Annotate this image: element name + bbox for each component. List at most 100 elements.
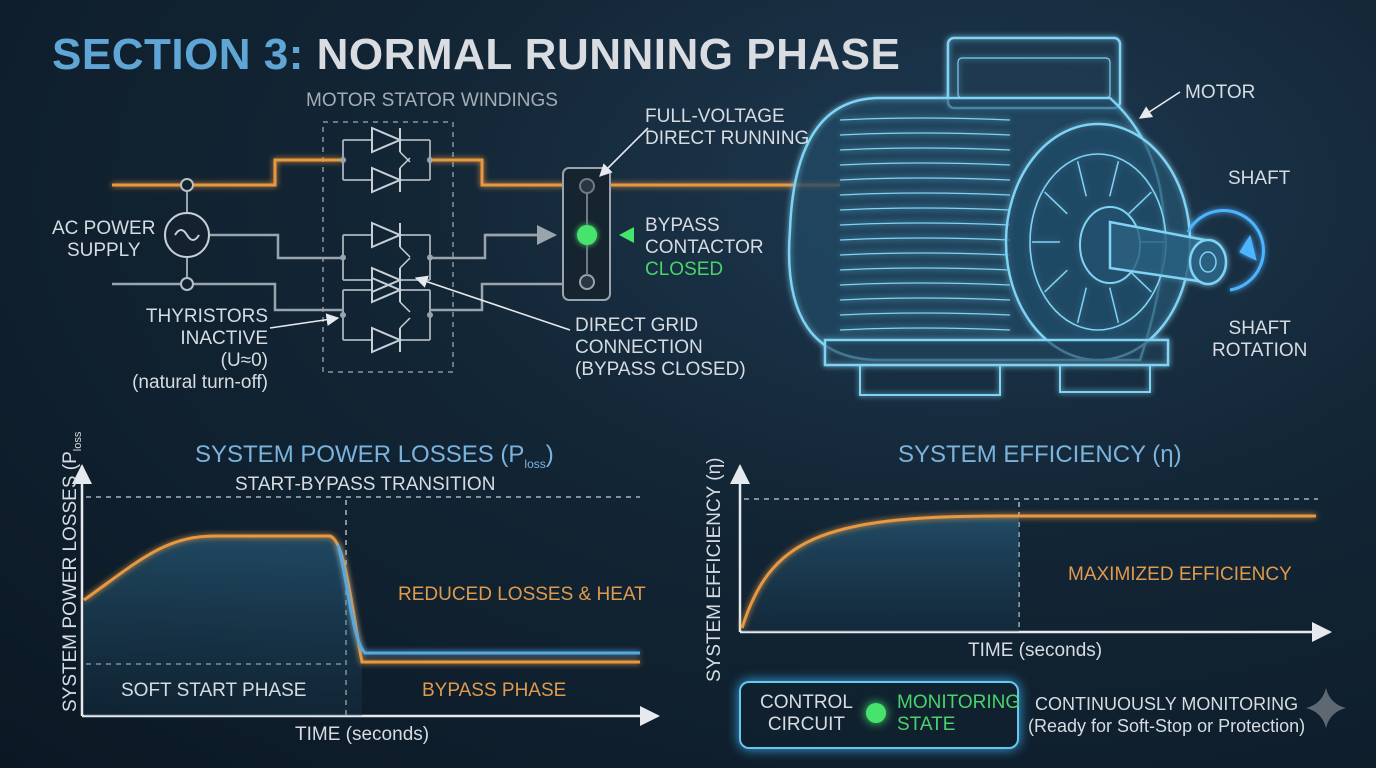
- cooling-fin: [839, 132, 1011, 136]
- junction-node: [427, 157, 433, 163]
- thyristor-bank: [340, 126, 433, 354]
- circuit-diagram: [112, 91, 1181, 373]
- end-shield-rib: [1109, 160, 1120, 197]
- cooling-fins: [839, 117, 1011, 331]
- stator-windings-box: [322, 121, 454, 373]
- rotation-arrow-head: [1239, 234, 1257, 261]
- sine-wave-icon: [174, 229, 200, 241]
- end-shield-rib: [1128, 269, 1152, 293]
- soft-start-label: SOFT START PHASE: [121, 680, 307, 701]
- bypass-phase-label: BYPASS PHASE: [422, 680, 567, 701]
- motor-pointer: [1138, 91, 1181, 119]
- thyristor-pair: [340, 221, 433, 294]
- shaft-keyway: [1199, 251, 1217, 273]
- direct-grid-pointer: [414, 275, 571, 331]
- cooling-fin: [839, 207, 1011, 211]
- continuous-monitoring-label: CONTINUOUSLY MONITORING (Ready for Soft-…: [1028, 694, 1306, 736]
- end-shield-rib: [1076, 287, 1087, 324]
- bypass-status-led: [577, 225, 597, 245]
- junction-node: [427, 312, 433, 318]
- cooling-fin: [839, 147, 1011, 151]
- cooling-fin: [839, 327, 1011, 331]
- full-voltage-pointer: [599, 127, 649, 177]
- title-phase: NORMAL RUNNING PHASE: [316, 30, 901, 79]
- phase-line-middle: [210, 233, 553, 260]
- losses-x-label: TIME (seconds): [295, 724, 430, 745]
- cooling-fin: [839, 117, 1011, 121]
- motor-feet: [859, 365, 1151, 396]
- thyristor-pair: [340, 126, 433, 194]
- cooling-fin: [839, 267, 1011, 271]
- junction-node: [340, 254, 346, 261]
- bypass-indicator-icon: [619, 227, 634, 243]
- efficiency-area: [742, 516, 1019, 632]
- monitoring-state-label: MONITORING STATE: [897, 692, 1021, 735]
- end-shield-rib: [1076, 160, 1087, 197]
- efficiency-chart-title: SYSTEM EFFICIENCY (η): [898, 441, 1182, 468]
- losses-curve-blue: [336, 544, 640, 655]
- thyristor-pointer: [269, 313, 340, 329]
- source-node-bottom: [180, 277, 194, 291]
- control-circuit-label: CONTROL CIRCUIT: [760, 692, 853, 735]
- junction-node: [340, 312, 346, 318]
- end-shield-rib: [1128, 191, 1152, 215]
- ac-supply-label: AC POWER SUPPLY: [52, 218, 156, 261]
- maximized-efficiency-label: MAXIMIZED EFFICIENCY: [1068, 564, 1292, 585]
- thyristor-gate: [399, 157, 411, 169]
- cooling-fin: [839, 312, 1011, 316]
- contactor-terminal-top: [579, 178, 595, 194]
- end-shield-rib: [1109, 287, 1120, 324]
- thyristor-pair-rails: [342, 290, 431, 340]
- losses-chart: [72, 464, 660, 726]
- direct-grid-label: DIRECT GRID CONNECTION (BYPASS CLOSED): [575, 315, 746, 380]
- cooling-fin: [839, 222, 1011, 226]
- efficiency-y-label: SYSTEM EFFICIENCY (η): [704, 457, 725, 682]
- thyristor-icon: [371, 126, 403, 154]
- control-circuit-box: [739, 681, 1019, 749]
- thyristor-icon: [371, 276, 403, 304]
- thyristor-pair: [340, 276, 433, 354]
- bypass-contactor-label: BYPASS CONTACTOR CLOSED: [645, 215, 764, 280]
- thyristor-gate: [399, 246, 411, 258]
- motor-illustration: [787, 36, 1265, 396]
- full-voltage-label: FULL-VOLTAGE DIRECT RUNNING: [645, 106, 810, 149]
- cooling-fin: [839, 192, 1011, 196]
- cooling-fin: [839, 252, 1011, 256]
- source-node-top: [180, 178, 194, 192]
- sparkle-icon: [1306, 688, 1346, 728]
- thyristor-icon: [371, 166, 403, 194]
- losses-curve-orange: [83, 534, 640, 664]
- motor-base: [823, 338, 1170, 367]
- efficiency-chart: [730, 464, 1332, 642]
- thyristor-gate: [399, 317, 411, 329]
- monitoring-led: [866, 703, 886, 723]
- cooling-fin: [839, 237, 1011, 241]
- junction-node: [427, 254, 433, 261]
- losses-y-label: SYSTEM POWER LOSSES (Ploss: [60, 431, 84, 712]
- motor-label: MOTOR: [1185, 82, 1256, 103]
- thyristor-gate: [399, 301, 411, 313]
- page-title: SECTION 3: NORMAL RUNNING PHASE: [52, 30, 900, 80]
- end-shield-rib: [1044, 191, 1068, 215]
- cooling-fin: [839, 177, 1011, 181]
- stator-windings-label: MOTOR STATOR WINDINGS: [306, 90, 558, 111]
- thyristors-label: THYRISTORS INACTIVE (U≈0) (natural turn-…: [132, 306, 268, 393]
- thyristor-gate: [399, 257, 411, 269]
- bypass-state: CLOSED: [645, 259, 724, 280]
- shaft-rotation-label: SHAFT ROTATION: [1212, 318, 1308, 361]
- thyristor-icon: [371, 326, 403, 354]
- reduced-losses-label: REDUCED LOSSES & HEAT: [398, 584, 646, 605]
- efficiency-curve: [740, 514, 1316, 629]
- efficiency-x-label: TIME (seconds): [968, 640, 1103, 661]
- cooling-fin: [839, 297, 1011, 301]
- losses-chart-title: SYSTEM POWER LOSSES (Ploss): [195, 441, 554, 471]
- thyristor-icon: [371, 221, 403, 249]
- transition-label: START-BYPASS TRANSITION: [235, 474, 496, 495]
- end-shield-rib: [1044, 269, 1068, 293]
- shaft-rotation-arrow: [1186, 209, 1265, 292]
- cooling-fin: [839, 282, 1011, 286]
- phase-line-orange: [112, 158, 840, 187]
- shaft-label: SHAFT: [1228, 168, 1291, 189]
- title-section: SECTION 3:: [52, 30, 304, 79]
